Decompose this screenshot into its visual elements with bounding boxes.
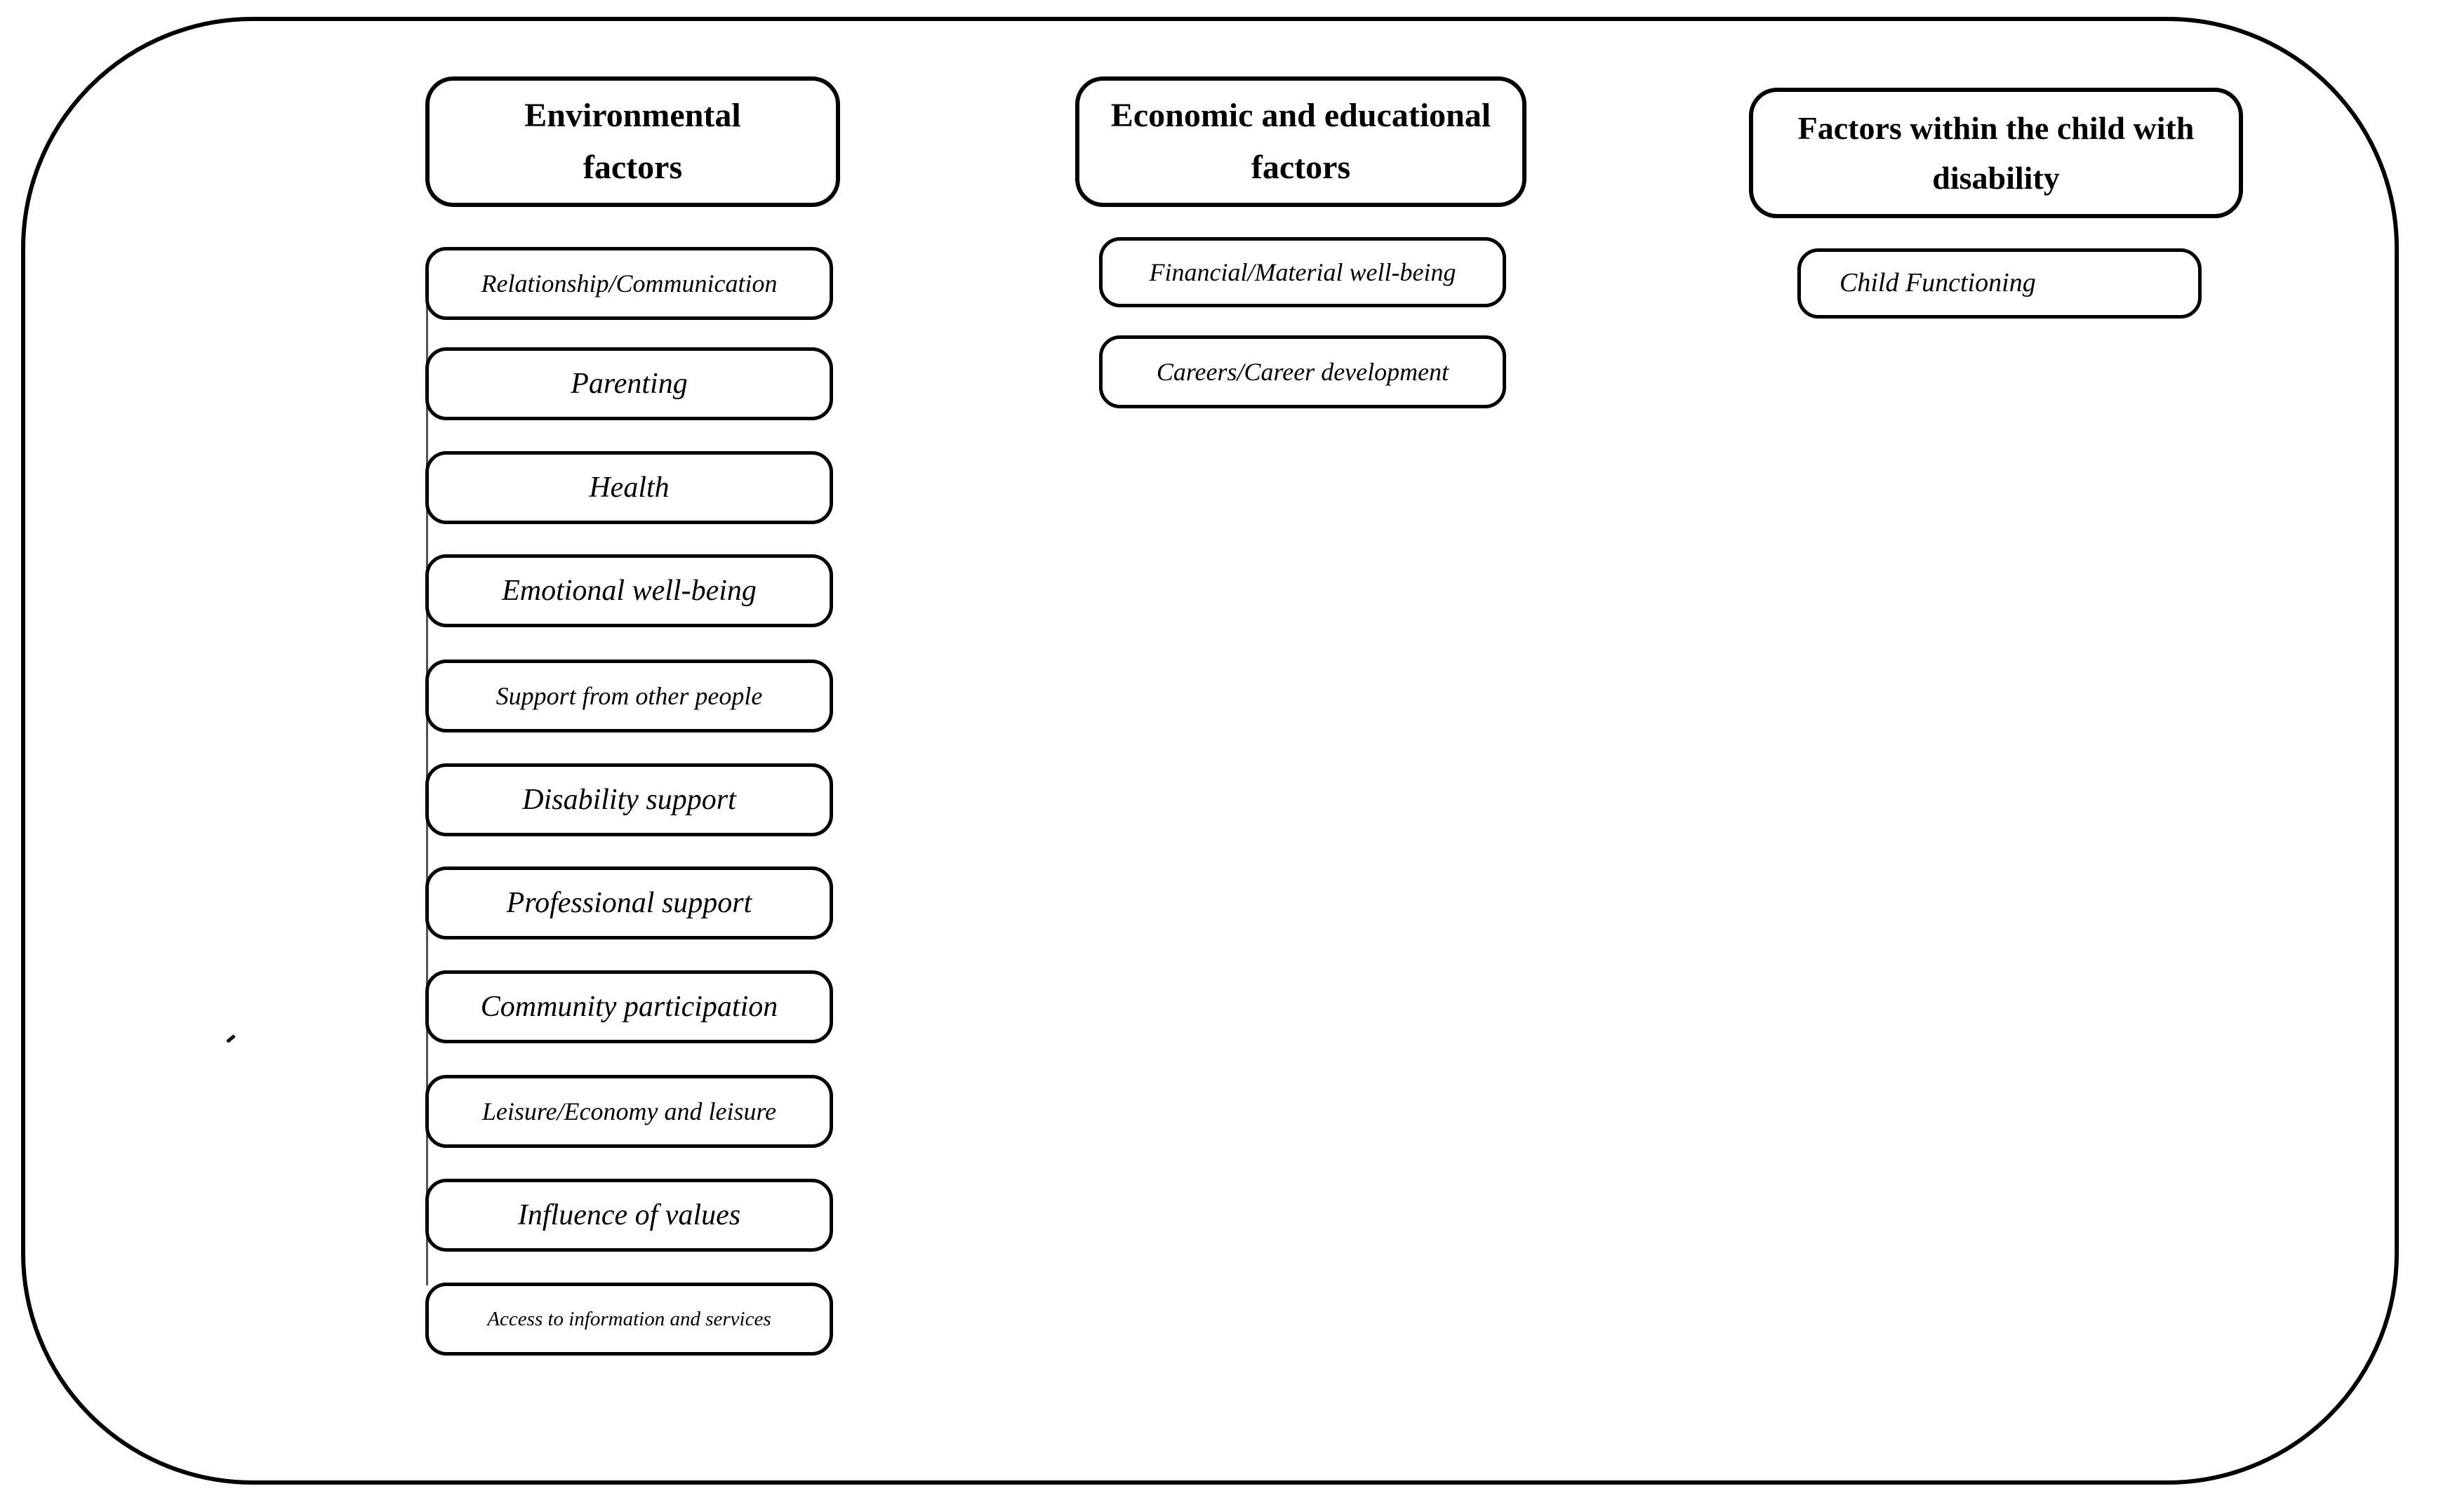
item-relationship-communication: Relationship/Communication: [425, 247, 833, 320]
item-professional-support-label: Professional support: [506, 886, 752, 919]
header-factors-within-the-child-with-disability: Factors within the child with disability: [1749, 88, 2243, 218]
item-child-functioning: Child Functioning: [1797, 248, 2202, 319]
item-disability-support-label: Disability support: [522, 783, 736, 816]
header-economic-and-educational-factors-label: Economic and educational factors: [1110, 96, 1491, 186]
header-environmental-factors-label: Environmental factors: [524, 96, 741, 186]
item-community-participation: Community participation: [425, 970, 833, 1043]
item-professional-support: Professional support: [425, 867, 833, 939]
item-access-to-information-and-services-label: Access to information and services: [487, 1307, 771, 1330]
item-support-from-other-people-label: Support from other people: [495, 681, 763, 710]
item-relationship-communication-label: Relationship/Communication: [481, 269, 778, 297]
item-child-functioning-label: Child Functioning: [1839, 268, 2036, 298]
header-economic-and-educational-factors: Economic and educational factors: [1075, 76, 1526, 207]
item-support-from-other-people: Support from other people: [425, 660, 833, 732]
item-careers-career-development: Careers/Career development: [1099, 335, 1506, 408]
item-emotional-well-being-label: Emotional well-being: [502, 574, 757, 607]
item-community-participation-label: Community participation: [480, 990, 778, 1023]
item-parenting: Parenting: [425, 347, 833, 420]
figure-outer-boundary: [21, 17, 2399, 1485]
header-factors-within-the-child-with-disability-label: Factors within the child with disability: [1797, 109, 2195, 196]
item-parenting-label: Parenting: [571, 367, 688, 400]
item-financial-material-well-being-label: Financial/Material well-being: [1149, 257, 1456, 286]
item-influence-of-values-label: Influence of values: [517, 1198, 741, 1231]
item-disability-support: Disability support: [425, 763, 833, 836]
item-health: Health: [425, 451, 833, 524]
item-financial-material-well-being: Financial/Material well-being: [1099, 237, 1506, 307]
item-careers-career-development-label: Careers/Career development: [1156, 357, 1449, 386]
item-leisure-economy-and-leisure-label: Leisure/Economy and leisure: [481, 1097, 777, 1125]
header-environmental-factors: Environmental factors: [425, 76, 840, 207]
item-influence-of-values: Influence of values: [425, 1179, 833, 1252]
item-health-label: Health: [589, 471, 670, 504]
item-access-to-information-and-services: Access to information and services: [425, 1283, 833, 1356]
item-leisure-economy-and-leisure: Leisure/Economy and leisure: [425, 1075, 833, 1148]
item-emotional-well-being: Emotional well-being: [425, 554, 833, 627]
